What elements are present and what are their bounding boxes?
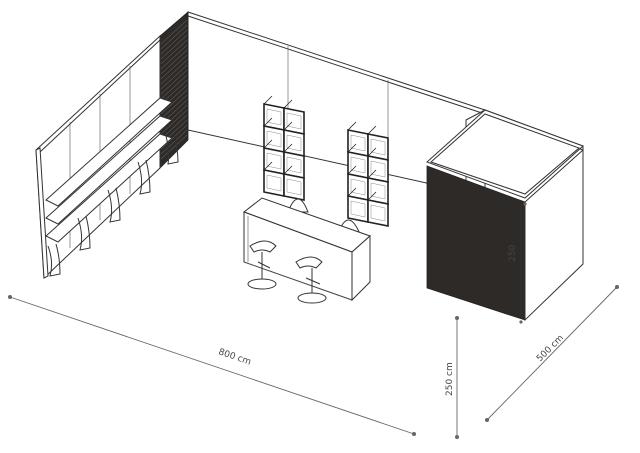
depth-label: 500 cm [535,333,566,364]
height-label: 250 cm [445,362,455,396]
cube-shelf-left [263,95,305,201]
reception-counter [242,197,371,302]
bar-stool-left [247,240,277,290]
wall-shelves [45,97,179,277]
slat-wall-panel [159,11,189,169]
bar-stool-right [295,256,327,304]
width-dimension: 800 cm [8,295,416,436]
height-dimension: 250 cm [445,316,459,439]
storage-cabin: 250 [426,109,584,324]
cabin-height-label: 250 [508,245,518,262]
cube-shelf-right [347,121,389,227]
width-label: 800 cm [217,347,252,367]
